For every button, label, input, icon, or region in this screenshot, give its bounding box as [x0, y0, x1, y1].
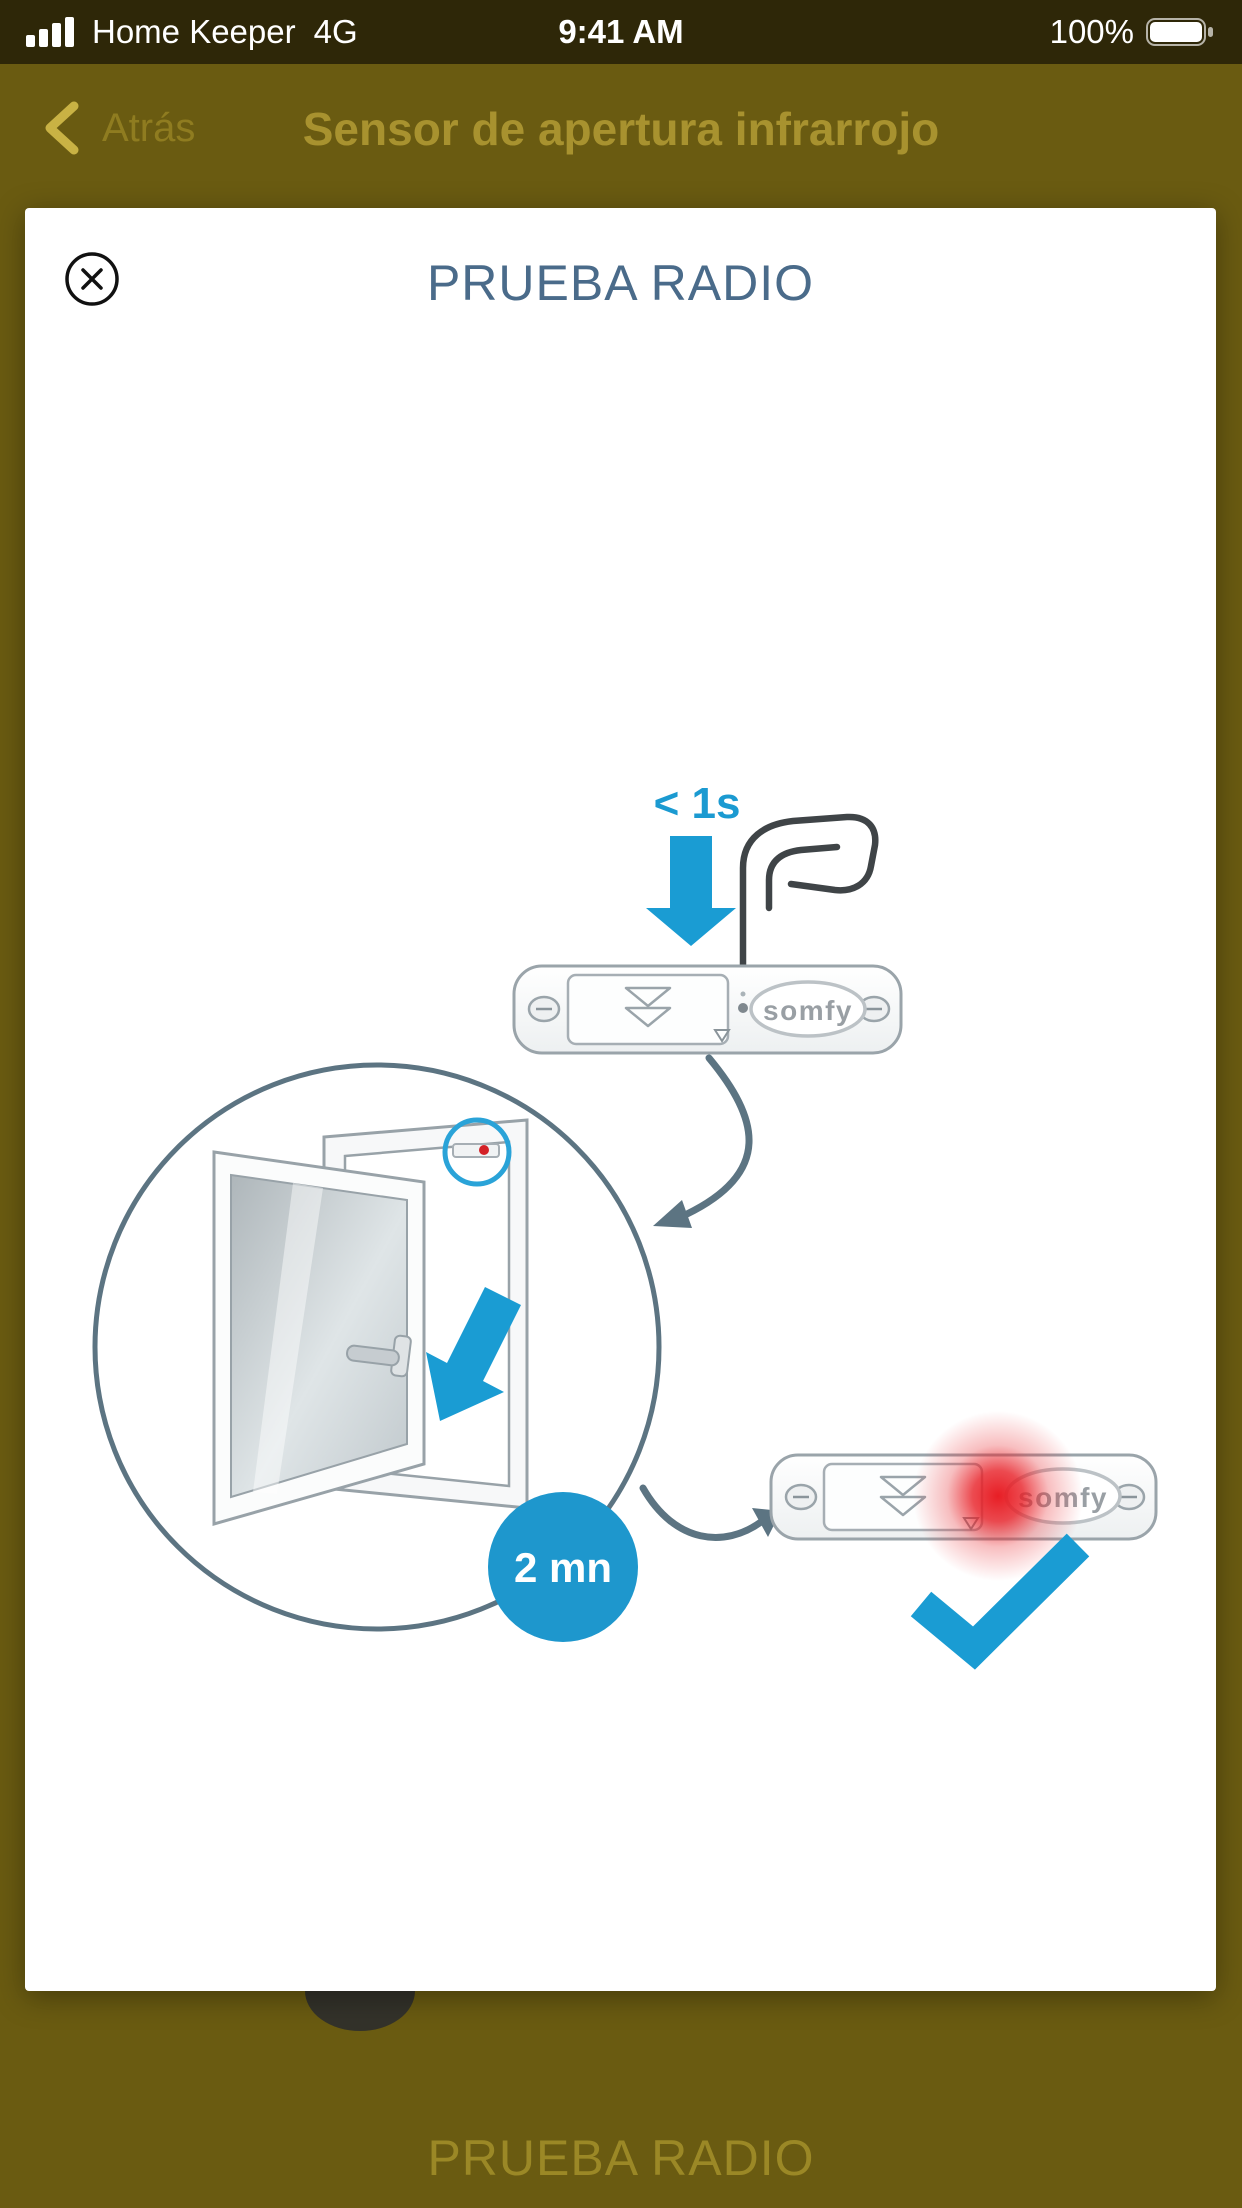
- modal-title: PRUEBA RADIO: [426, 255, 815, 311]
- network-label: 4G: [313, 13, 358, 50]
- close-button[interactable]: [63, 250, 121, 308]
- radio-test-illustration: < 1s: [92, 779, 1158, 1670]
- paperclip-icon: [739, 813, 879, 970]
- radio-test-modal: < 1s: [25, 208, 1216, 1991]
- status-bar: Home Keeper 4G 9:41 AM 100%: [0, 0, 1242, 64]
- somfy-logo: somfy: [763, 995, 853, 1026]
- clock: 9:41 AM: [558, 13, 684, 50]
- window-scene: [92, 1062, 662, 1632]
- mounted-sensor: [452, 1143, 500, 1158]
- press-duration-label: < 1s: [654, 779, 741, 828]
- back-button[interactable]: Atrás: [40, 100, 195, 156]
- flow-arrow-1: [653, 1054, 753, 1228]
- chevron-left-icon: [45, 101, 79, 155]
- down-arrow-icon: [646, 836, 736, 946]
- sensor-device-2: somfy: [769, 1411, 1158, 1581]
- flow-arrow-2: [639, 1484, 781, 1541]
- close-icon: [65, 252, 119, 306]
- battery-percent: 100%: [1049, 13, 1134, 50]
- nav-bar: Atrás Sensor de apertura infrarrojo: [0, 64, 1242, 208]
- wait-duration-badge: 2 mn: [488, 1492, 638, 1642]
- back-label: Atrás: [102, 105, 196, 150]
- checkmark-icon: [910, 1533, 1090, 1670]
- window-illustration: [212, 1118, 529, 1526]
- status-left: Home Keeper 4G: [26, 13, 358, 51]
- led-indicator: [913, 1411, 1083, 1581]
- background-section-title: PRUEBA RADIO: [427, 2130, 815, 2186]
- sensor-device-1: somfy: [512, 964, 903, 1055]
- close-window-arrow-icon: [426, 1287, 521, 1421]
- signal-icon: [26, 17, 74, 47]
- occluded-round-button: [305, 1991, 415, 2031]
- status-right: 100%: [1050, 13, 1216, 51]
- sensor-highlight-ring: [442, 1117, 512, 1187]
- page-title: Sensor de apertura infrarrojo: [302, 103, 940, 155]
- dimmed-page-bottom: PRUEBA RADIO: [0, 1991, 1242, 2208]
- led-indicator: [479, 1145, 489, 1155]
- carrier-label: Home Keeper: [92, 13, 296, 50]
- prog-button-hole: [738, 1003, 748, 1013]
- battery-icon: [1146, 18, 1213, 46]
- battery-cover-arrow: [624, 986, 672, 1028]
- wait-duration-label: 2 mn: [514, 1544, 612, 1591]
- window-handle: [346, 1344, 400, 1367]
